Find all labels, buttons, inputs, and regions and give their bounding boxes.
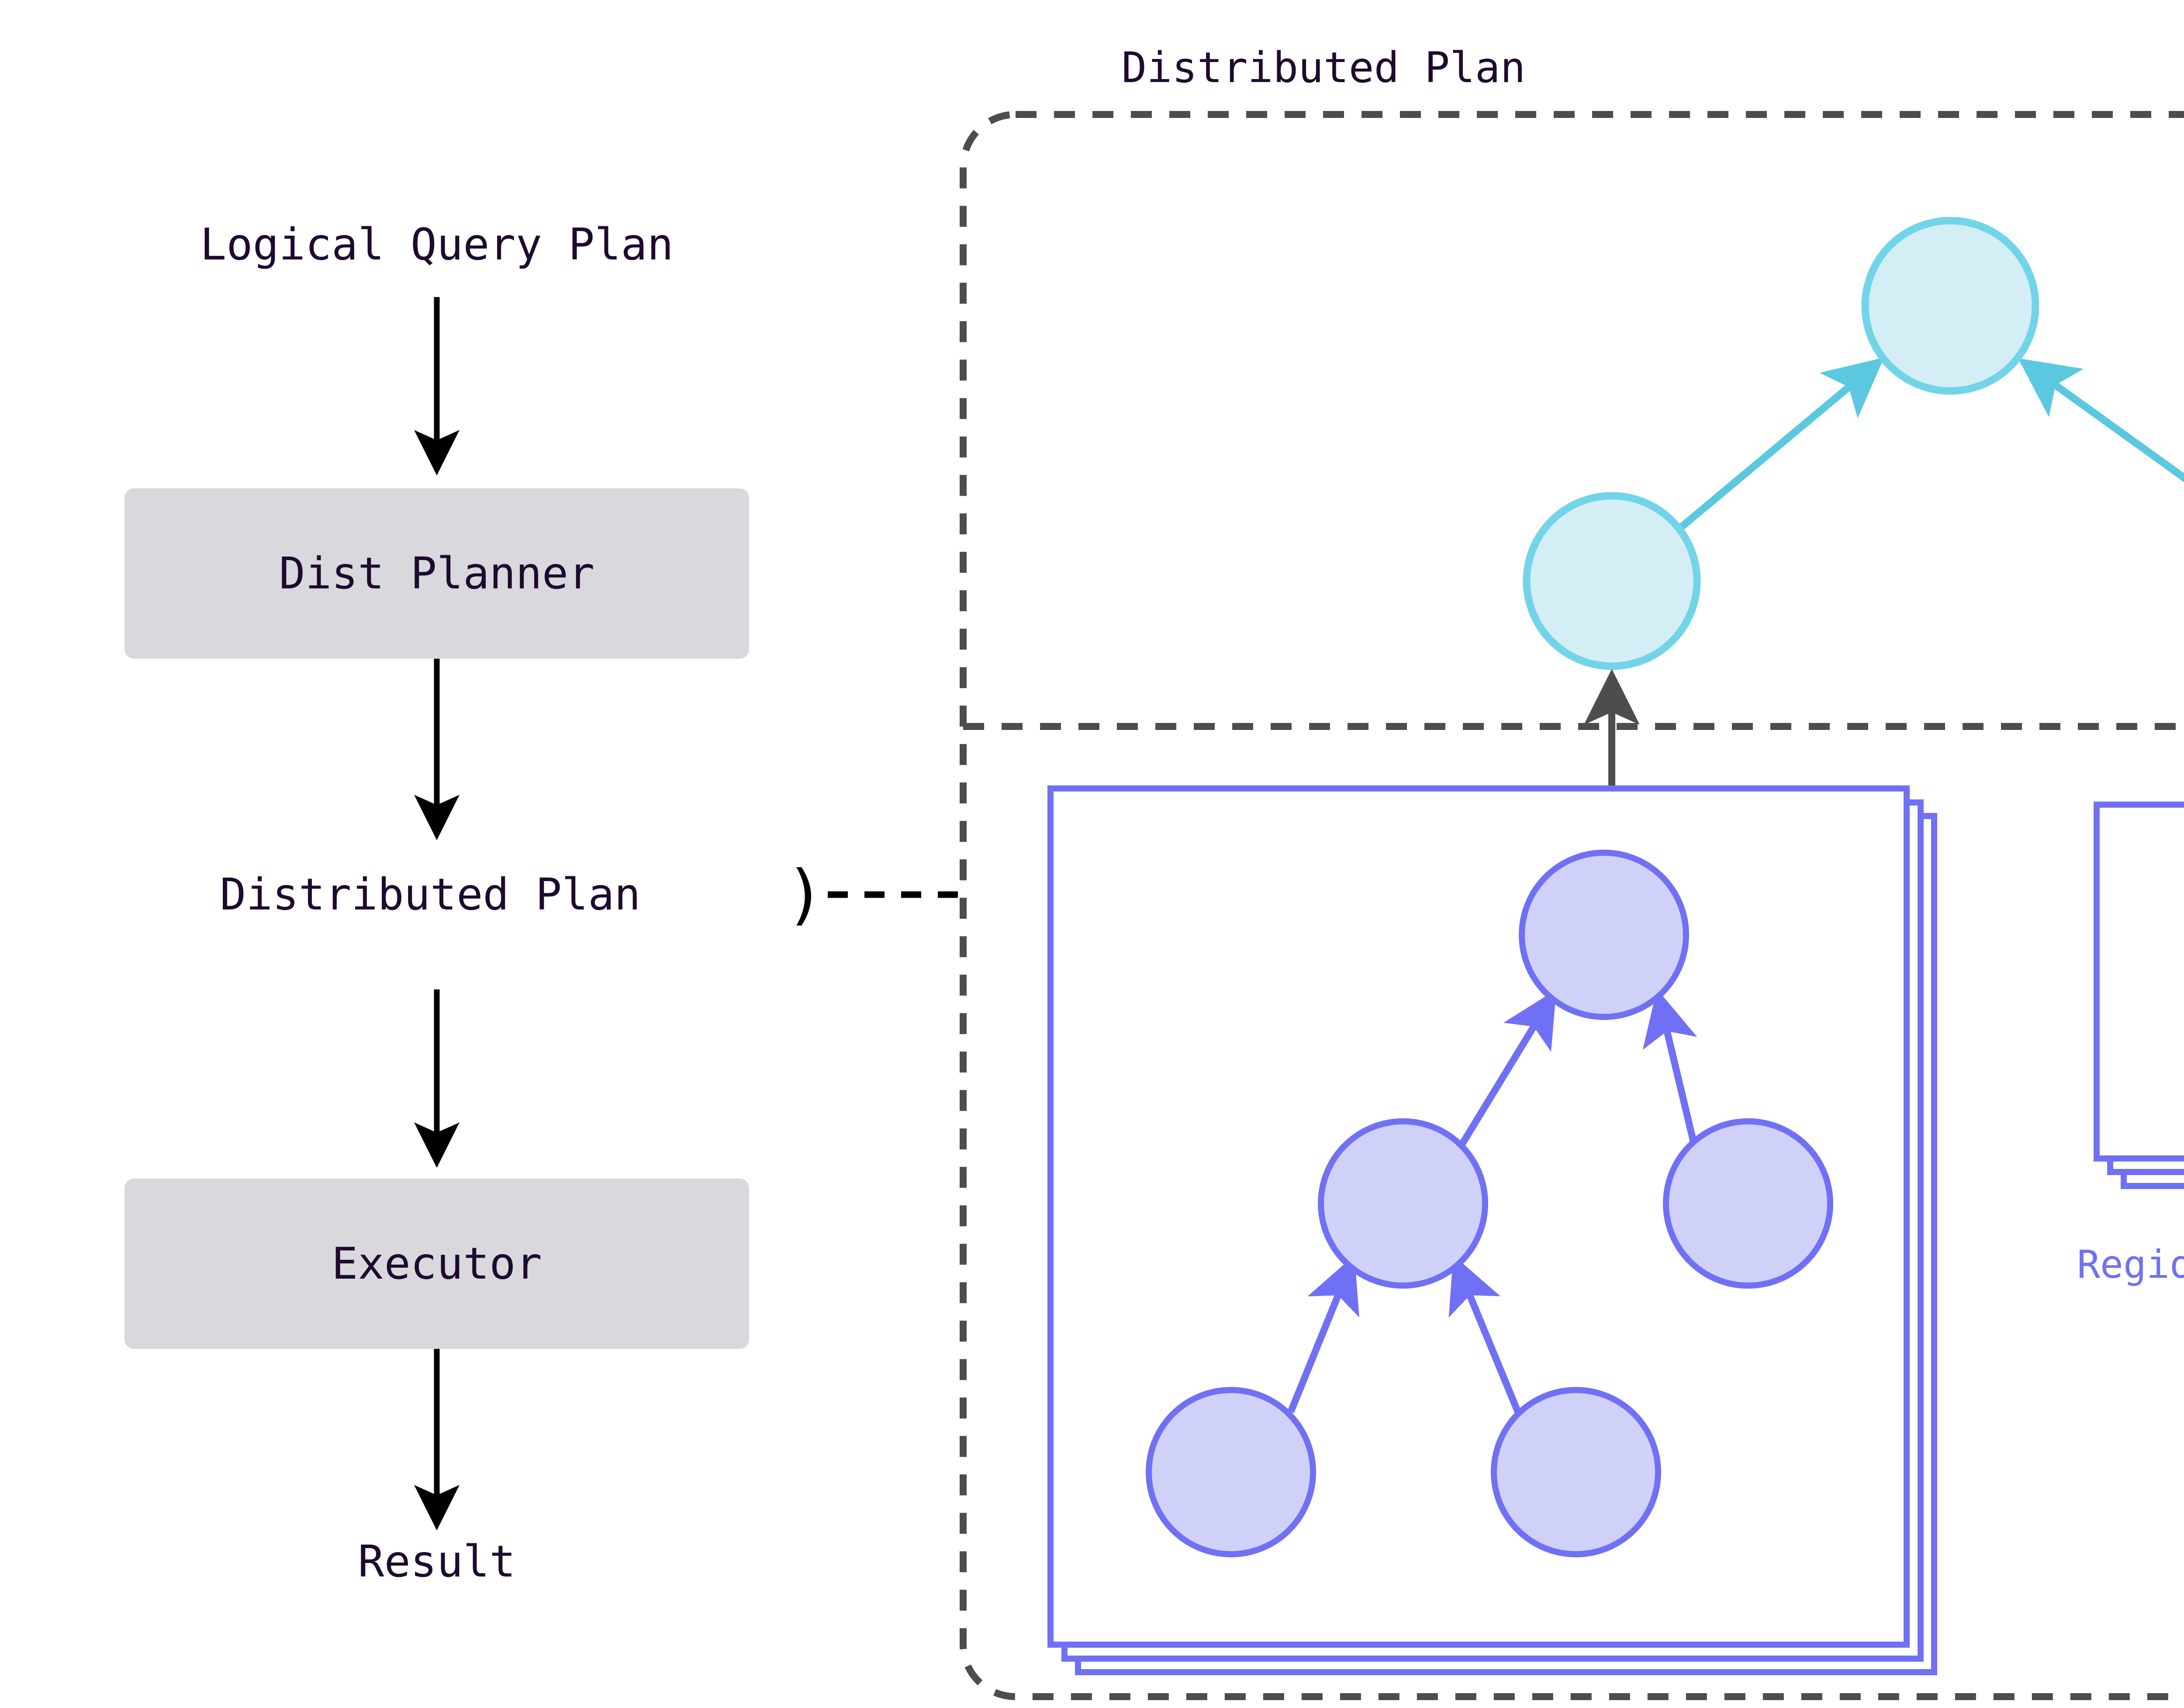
datanode-node-l-root[interactable]	[1519, 850, 1689, 1020]
label-logical-query-plan: Logical Query Plan	[200, 219, 674, 270]
frontend-node-left[interactable]	[1523, 492, 1701, 670]
edge-frontend-right-to-root	[2018, 358, 2184, 482]
label-distplan-brace: )	[785, 857, 825, 933]
edge-dn-mid-to-root	[1459, 989, 1556, 1146]
datanode-node-l-right[interactable]	[1663, 1118, 1833, 1289]
edge-dn-leaf1-to-mid	[1287, 1255, 1359, 1414]
edge-dn-leaf2-to-mid	[1448, 1255, 1521, 1414]
dist-planner-box[interactable]	[124, 488, 749, 659]
label-distributed-plan: Distributed Plan	[220, 869, 641, 920]
distributed-plan-container	[960, 111, 2184, 1700]
datanode-node-l-leaf2[interactable]	[1491, 1387, 1661, 1557]
executor-box[interactable]	[124, 1179, 749, 1349]
edge-frontend-left-to-root	[1677, 357, 1884, 532]
edge-dn-right-to-root	[1642, 989, 1697, 1144]
datanode-node-l-mid[interactable]	[1318, 1118, 1488, 1289]
region-stack-right-layer-1[interactable]	[2094, 802, 2184, 1162]
label-executor: Executor	[332, 1238, 542, 1289]
label-dist-planner: Dist Planner	[279, 548, 595, 599]
label-result: Result	[358, 1536, 516, 1587]
label-regions: Regions	[2077, 1242, 2184, 1287]
datanode-node-l-leaf1[interactable]	[1146, 1387, 1316, 1557]
container-title: Distributed Plan	[1121, 43, 1526, 92]
frontend-node-root[interactable]	[1861, 217, 2039, 395]
